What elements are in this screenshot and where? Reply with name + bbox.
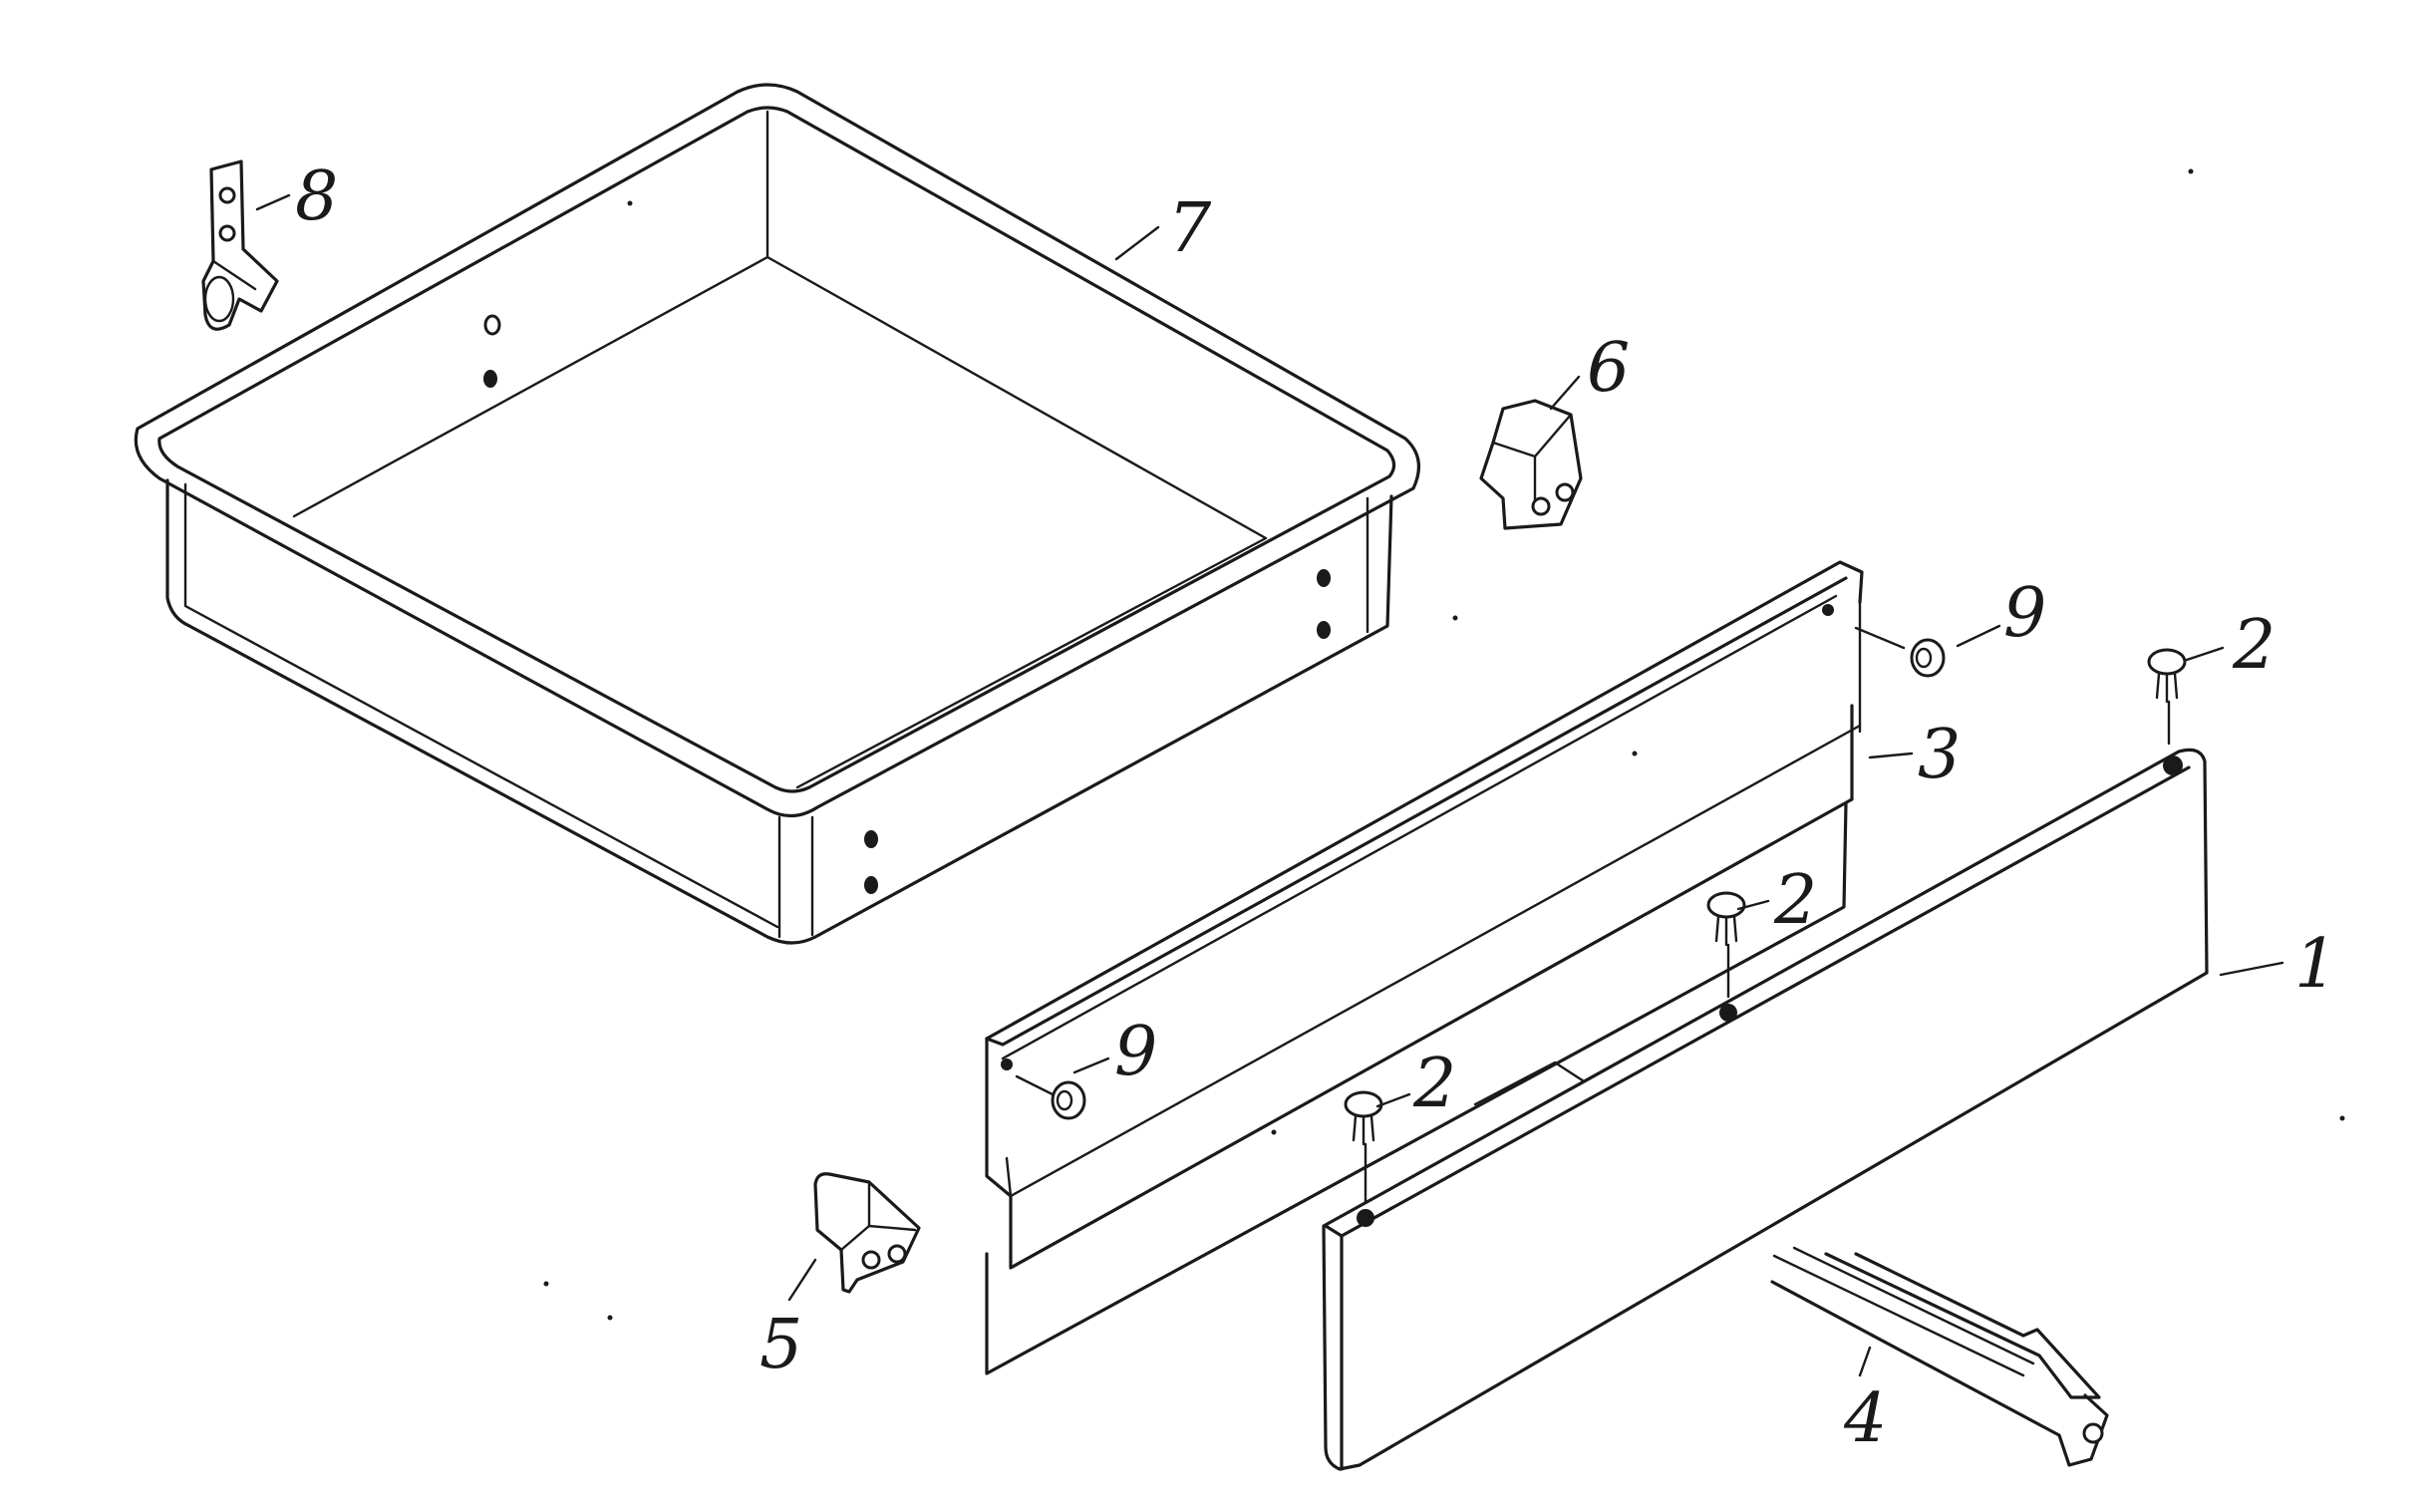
callout-2-lower: 2 xyxy=(1412,1045,1456,1123)
callout-8: 8 xyxy=(295,157,338,236)
callout-5: 5 xyxy=(760,1306,802,1384)
callout-2-middle: 2 xyxy=(1773,861,1817,940)
callout-4: 4 xyxy=(1843,1379,1887,1458)
part-8-bracket xyxy=(201,159,279,331)
part-7-tray xyxy=(134,83,1421,945)
part-9-pin-upper xyxy=(1854,626,1946,678)
part-5-bracket xyxy=(813,1172,921,1294)
callout-1: 1 xyxy=(2294,925,2337,1004)
callout-9-upper: 9 xyxy=(2003,574,2046,653)
callout-3: 3 xyxy=(1918,716,1961,794)
callout-9-lower: 9 xyxy=(1114,1013,1157,1091)
scan-specks xyxy=(543,168,2345,1321)
part-2-rivet-lower xyxy=(1344,1090,1383,1204)
part-1-front-panel xyxy=(1322,748,2209,1471)
callout-2-top-right: 2 xyxy=(2232,606,2276,685)
part-6-bracket xyxy=(1479,399,1583,530)
part-2-rivet-middle xyxy=(1706,891,1746,999)
part-2-rivet-top-right xyxy=(2147,648,2187,746)
part-9-pin-lower xyxy=(1015,1074,1086,1120)
callout-labels: 8 7 6 9 2 3 2 1 9 2 5 4 xyxy=(295,157,2337,1458)
callout-6: 6 xyxy=(1587,329,1630,408)
part-3-rail xyxy=(985,560,1864,1375)
leader-lines xyxy=(255,193,2284,1377)
callout-7: 7 xyxy=(1168,189,1212,268)
